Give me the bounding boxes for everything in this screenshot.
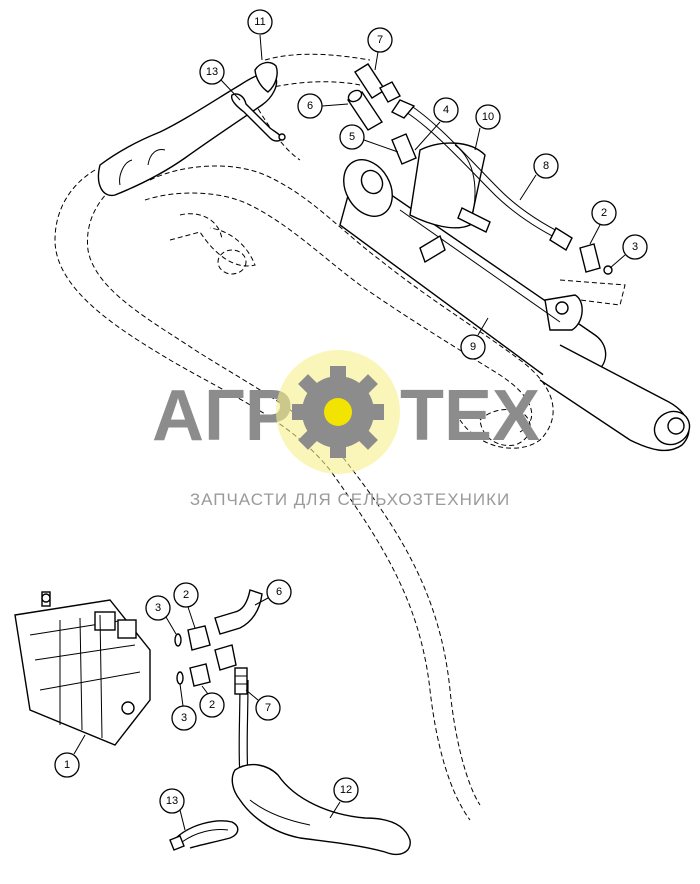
hose-sleeve-upper [97,61,278,197]
gear-icon [276,350,400,474]
fitting-6-top [347,89,383,131]
callout-3-mid-b: 3 [181,712,187,724]
callout-8: 8 [543,160,549,172]
callout-6-top: 6 [307,100,313,112]
fitting-7-lower [234,667,248,695]
watermark-logo-left: АГР [152,376,293,456]
callout-10: 10 [482,111,494,123]
callout-11: 11 [254,16,265,28]
fitting-5 [391,133,417,165]
fitting-7-top [354,63,401,103]
clamp-top [230,93,286,142]
callout-6-bottom: 6 [276,586,282,598]
adapter-2-lower-a [187,625,211,651]
watermark: АГР ТЕХ ЗАПЧАСТИ ДЛЯ СЕЛЬХОЗТЕХНИКИ [152,350,540,509]
callout-4: 4 [443,104,449,116]
callout-9: 9 [470,341,476,353]
control-valve [14,591,151,746]
cylinder-tube-10 [409,142,491,233]
watermark-logo-right: ТЕХ [400,376,540,456]
fitting-4 [390,99,416,119]
oring-3-lower-b [176,671,184,685]
callout-2-mid-a: 2 [183,589,189,601]
lift-cylinder [339,159,691,452]
callout-12: 12 [340,784,352,796]
callout-1: 1 [64,759,70,771]
callouts: 11 7 13 6 4 10 5 8 2 3 9 3 [54,9,648,831]
elbow-6-lower [214,589,263,671]
callout-2-mid-b: 2 [209,699,215,711]
callout-7-bottom: 7 [265,702,271,714]
callout-7-top: 7 [377,34,383,46]
tube-8 [405,104,573,252]
callout-13-top: 13 [206,66,218,78]
callout-2-top: 2 [601,207,607,219]
adapter-2-lower-b [189,663,211,687]
clamp-bottom [169,820,239,851]
watermark-subtitle: ЗАПЧАСТИ ДЛЯ СЕЛЬХОЗТЕХНИКИ [190,490,510,509]
callout-3-mid-a: 3 [155,602,161,614]
callout-3-top: 3 [632,241,638,253]
oring-3-lower-a [174,633,182,647]
callout-5: 5 [349,131,355,143]
fitting-2-top [579,243,601,273]
callout-13-bottom: 13 [166,795,178,807]
hose-sleeve-lower [231,763,411,856]
